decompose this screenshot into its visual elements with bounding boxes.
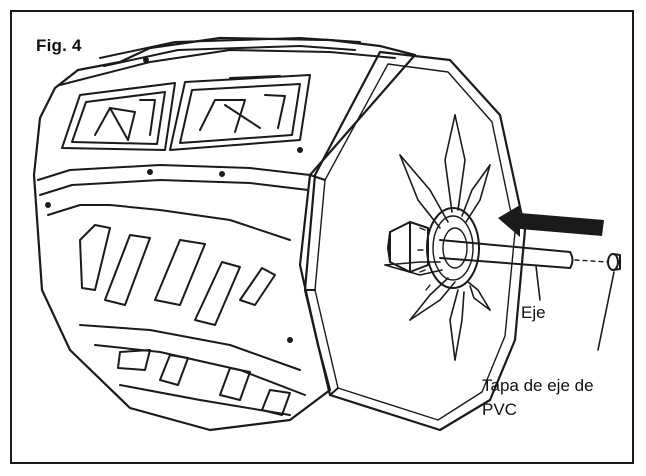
top-vent-right [169,74,311,151]
octagonal-end-cap [303,50,527,432]
pvc-axle-cap [607,253,621,271]
cap-callout-line-2: PVC [482,400,517,419]
bottom-slots [117,349,291,416]
figure-frame [10,10,634,464]
cap-callout-line-1: Tapa de eje de [482,376,594,395]
side-slots [79,224,276,326]
drum-body [32,36,417,432]
arrow-left-icon [498,205,604,237]
top-vent-left [61,82,176,151]
axle-shaft [439,239,609,269]
bushing [387,221,429,273]
cap-callout-label: Tapa de eje de PVC [482,374,632,422]
hub-spokes [384,114,491,361]
leader-lines [535,265,615,351]
figure-label: Fig. 4 [36,36,82,55]
axle-callout-label: Eje [521,303,546,322]
